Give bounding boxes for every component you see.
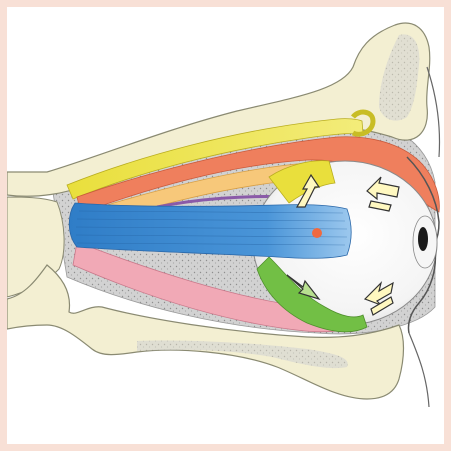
orbit-diagram (7, 7, 444, 444)
lateral-rectus-insertion-dot (312, 228, 322, 238)
pupil (418, 227, 428, 251)
